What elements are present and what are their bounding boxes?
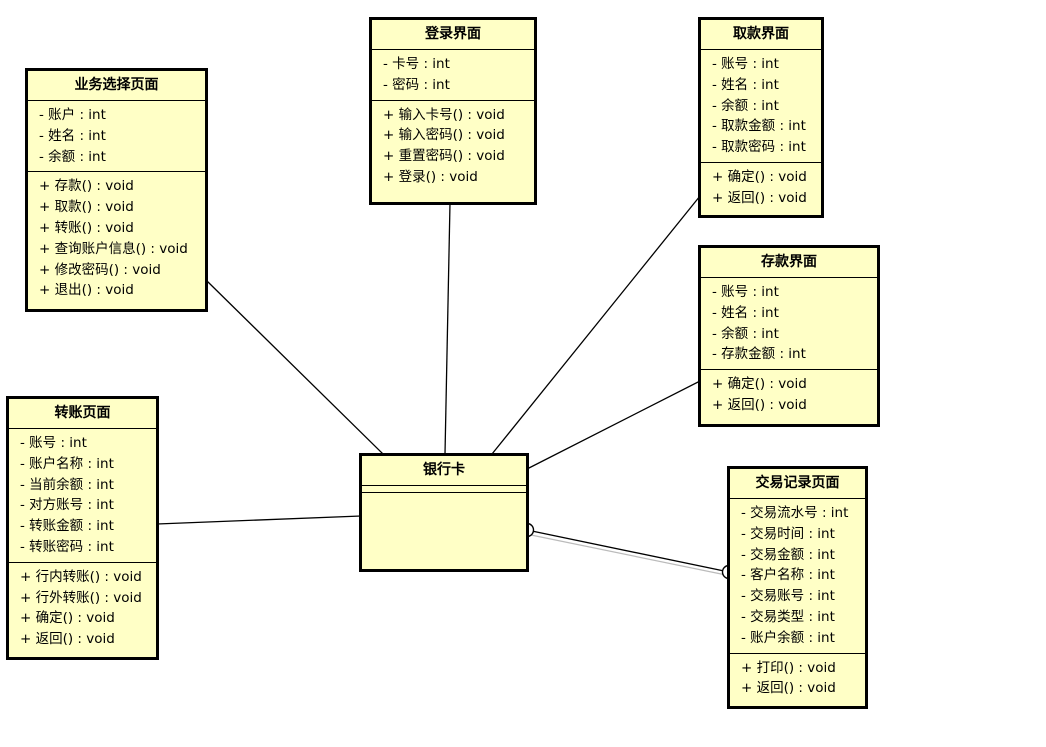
operation: + 修改密码() : void — [39, 261, 161, 278]
attribute: - 当前余额 : int — [20, 476, 114, 493]
attribute: - 余额 : int — [712, 325, 779, 342]
class-transfer[interactable]: 转账页面 - 账号 : int - 账户名称 : int - 当前余额 : in… — [6, 396, 159, 660]
class-name: 银行卡 — [362, 456, 526, 486]
operations-section: + 输入卡号() : void + 输入密码() : void + 重置密码()… — [372, 101, 534, 192]
operation: + 取款() : void — [39, 199, 134, 216]
attribute: - 姓名 : int — [712, 304, 779, 321]
class-business-selection[interactable]: 业务选择页面 - 账户 : int - 姓名 : int - 余额 : int … — [25, 68, 208, 312]
class-login[interactable]: 登录界面 - 卡号 : int - 密码 : int + 输入卡号() : vo… — [369, 17, 537, 205]
attribute: - 交易时间 : int — [741, 525, 835, 542]
class-name: 登录界面 — [372, 20, 534, 50]
class-bank-card[interactable]: 银行卡 — [359, 453, 529, 572]
class-deposit[interactable]: 存款界面 - 账号 : int - 姓名 : int - 余额 : int - … — [698, 245, 880, 427]
attribute: - 账号 : int — [712, 56, 779, 72]
association-shadow — [530, 534, 727, 576]
attribute: - 密码 : int — [383, 76, 450, 93]
attribute: - 姓名 : int — [39, 127, 106, 144]
attribute: - 余额 : int — [712, 97, 779, 114]
attribute: - 交易类型 : int — [741, 608, 835, 625]
operation: + 转账() : void — [39, 219, 134, 236]
attribute: - 余额 : int — [39, 148, 106, 165]
operation: + 重置密码() : void — [383, 148, 505, 165]
attribute: - 交易账号 : int — [741, 588, 835, 605]
attribute: - 交易金额 : int — [741, 546, 835, 563]
attributes-section: - 交易流水号 : int - 交易时间 : int - 交易金额 : int … — [730, 499, 865, 654]
operation: + 返回() : void — [712, 396, 807, 413]
attribute: - 存款金额 : int — [712, 346, 806, 363]
attributes-section: - 账号 : int - 姓名 : int - 余额 : int - 存款金额 … — [701, 278, 877, 371]
association-card-deposit — [526, 380, 701, 470]
operations-section: + 确定() : void + 返回() : void — [701, 370, 877, 420]
association-card-withdraw — [491, 195, 701, 455]
attributes-section: - 账号 : int - 姓名 : int - 余额 : int - 取款金额 … — [701, 50, 821, 163]
operation: + 确定() : void — [20, 610, 115, 627]
attribute: - 账户名称 : int — [20, 455, 114, 472]
operation: + 返回() : void — [741, 680, 836, 697]
operation: + 行内转账() : void — [20, 568, 142, 585]
attribute: - 账号 : int — [712, 284, 779, 300]
attributes-section: - 账户 : int - 姓名 : int - 余额 : int — [28, 101, 205, 173]
attribute: - 姓名 : int — [712, 76, 779, 93]
class-name: 取款界面 — [701, 20, 821, 50]
attribute: - 交易流水号 : int — [741, 505, 849, 521]
attribute: - 对方账号 : int — [20, 497, 114, 514]
operation: + 打印() : void — [741, 659, 836, 676]
attribute: - 转账密码 : int — [20, 538, 114, 555]
operation: + 返回() : void — [20, 631, 115, 648]
class-name: 转账页面 — [9, 399, 156, 429]
operations-section: + 存款() : void + 取款() : void + 转账() : voi… — [28, 172, 205, 305]
operations-section: + 确定() : void + 返回() : void — [701, 163, 821, 213]
attributes-section: - 账号 : int - 账户名称 : int - 当前余额 : int - 对… — [9, 429, 156, 563]
operation: + 确定() : void — [712, 168, 807, 185]
class-withdraw[interactable]: 取款界面 - 账号 : int - 姓名 : int - 余额 : int - … — [698, 17, 824, 218]
operation: + 存款() : void — [39, 178, 134, 195]
operations-section: + 打印() : void + 返回() : void — [730, 654, 865, 704]
class-name: 业务选择页面 — [28, 71, 205, 101]
attribute: - 账户余额 : int — [741, 629, 835, 646]
operation: + 行外转账() : void — [20, 589, 142, 606]
operation: + 输入卡号() : void — [383, 106, 505, 123]
operation: + 退出() : void — [39, 282, 134, 299]
operation: + 返回() : void — [712, 189, 807, 206]
attributes-section: - 卡号 : int - 密码 : int — [372, 50, 534, 101]
operation: + 查询账户信息() : void — [39, 240, 188, 257]
operation: + 确定() : void — [712, 376, 807, 393]
attribute: - 转账金额 : int — [20, 518, 114, 535]
attributes-section — [362, 486, 526, 493]
attribute: - 客户名称 : int — [741, 567, 835, 584]
association-card-records — [526, 529, 730, 573]
attribute: - 取款金额 : int — [712, 118, 806, 135]
attribute: - 账户 : int — [39, 107, 106, 123]
class-transaction-records[interactable]: 交易记录页面 - 交易流水号 : int - 交易时间 : int - 交易金额… — [727, 466, 868, 709]
attribute: - 账号 : int — [20, 435, 87, 451]
association-card-business — [206, 280, 384, 455]
association-card-transfer — [156, 515, 362, 525]
operations-section: + 行内转账() : void + 行外转账() : void + 确定() :… — [9, 563, 156, 654]
attribute: - 取款密码 : int — [712, 139, 806, 156]
class-name: 存款界面 — [701, 248, 877, 278]
attribute: - 卡号 : int — [383, 56, 450, 72]
operation: + 登录() : void — [383, 168, 478, 185]
class-name: 交易记录页面 — [730, 469, 865, 499]
association-card-login — [444, 202, 451, 455]
operation: + 输入密码() : void — [383, 127, 505, 144]
